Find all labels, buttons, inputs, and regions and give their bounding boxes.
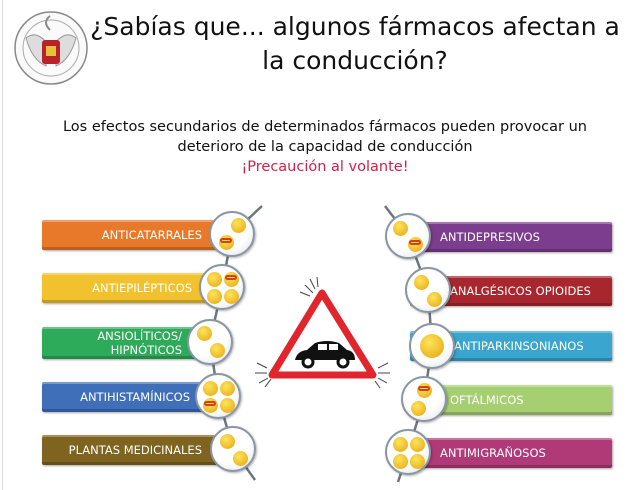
drug-label: PLANTAS MEDICINALES: [68, 443, 202, 457]
drug-label: ANSIOLÍTICOS/ HIPNÓTICOS: [97, 329, 182, 357]
page-title: ¿Sabías que... algunos fármacos afectan …: [90, 12, 620, 75]
drug-bar-anticatarrales: ANTICATARRALES: [42, 220, 232, 250]
drug-label: ANTIEPILÉPTICOS: [92, 281, 192, 295]
sleepy-face-icon: [427, 292, 442, 307]
side-effect-circle: [385, 429, 431, 475]
side-effect-circle: [210, 426, 256, 472]
subtitle: Los efectos secundarios de determinados …: [40, 117, 610, 177]
drug-label: ANTIMIGRAÑOSOS: [440, 446, 546, 460]
drug-label: ANTIPARKINSONIANOS: [454, 339, 584, 353]
sleepy-face-icon: [420, 334, 444, 358]
drug-bar-antimigranosos: ANTIMIGRAÑOSOS: [410, 438, 612, 468]
dizzy-face-icon: [393, 454, 408, 469]
sleepy-face-icon: [411, 401, 426, 416]
dizzy-glasses-face-icon: [417, 383, 432, 398]
sick-face-icon: [231, 218, 246, 233]
side-effect-circle: [401, 376, 447, 422]
sleepy-face-icon: [410, 437, 425, 452]
sleepy-face-icon: [224, 289, 239, 304]
university-seal-logo: [14, 11, 88, 85]
side-effect-circle: [405, 267, 451, 313]
dizzy-face-icon: [207, 289, 222, 304]
sleepy-face-icon: [233, 451, 248, 466]
sick-face-icon: [410, 454, 425, 469]
dizzy-glasses-face-icon: [408, 237, 423, 252]
dizzy-face-icon: [220, 381, 235, 396]
dizzy-glasses-face-icon: [203, 398, 218, 413]
warning-text: ¡Precaución al volante!: [241, 159, 409, 175]
drug-label: ANTIHISTAMÍNICOS: [80, 390, 190, 404]
confused-face-icon: [207, 272, 222, 287]
side-effect-circle: [409, 323, 455, 369]
sleepy-face-icon: [210, 343, 225, 358]
dizzy-glasses-face-icon: [224, 272, 239, 287]
drug-label: OFTÁLMICOS: [450, 393, 524, 407]
sleepy-face-icon: [220, 398, 235, 413]
drug-bar-antidepresivos: ANTIDEPRESIVOS: [410, 222, 612, 252]
sick-face-icon: [203, 381, 218, 396]
confused-face-icon: [414, 275, 429, 290]
drug-label: ANTICATARRALES: [101, 228, 202, 242]
drug-label: ANALGÉSICOS OPIOIDES: [450, 284, 591, 298]
drug-bar-plantas-medicinales: PLANTAS MEDICINALES: [42, 435, 232, 465]
side-effect-circle: [187, 319, 233, 365]
page-border: [2, 0, 3, 490]
confused-face-icon: [393, 437, 408, 452]
dizzy-glasses-face-icon: [219, 235, 234, 250]
confused-face-icon: [220, 434, 235, 449]
subtitle-text: Los efectos secundarios de determinados …: [62, 119, 587, 155]
side-effect-circle: [385, 213, 431, 259]
warning-triangle-car-icon: [255, 276, 390, 389]
drug-label: ANTIDEPRESIVOS: [440, 230, 540, 244]
confused-face-icon: [197, 326, 212, 341]
sleepy-face-icon: [393, 221, 408, 236]
side-effect-circle: [199, 264, 245, 310]
side-effect-circle: [209, 211, 255, 257]
side-effect-circle: [195, 373, 241, 419]
